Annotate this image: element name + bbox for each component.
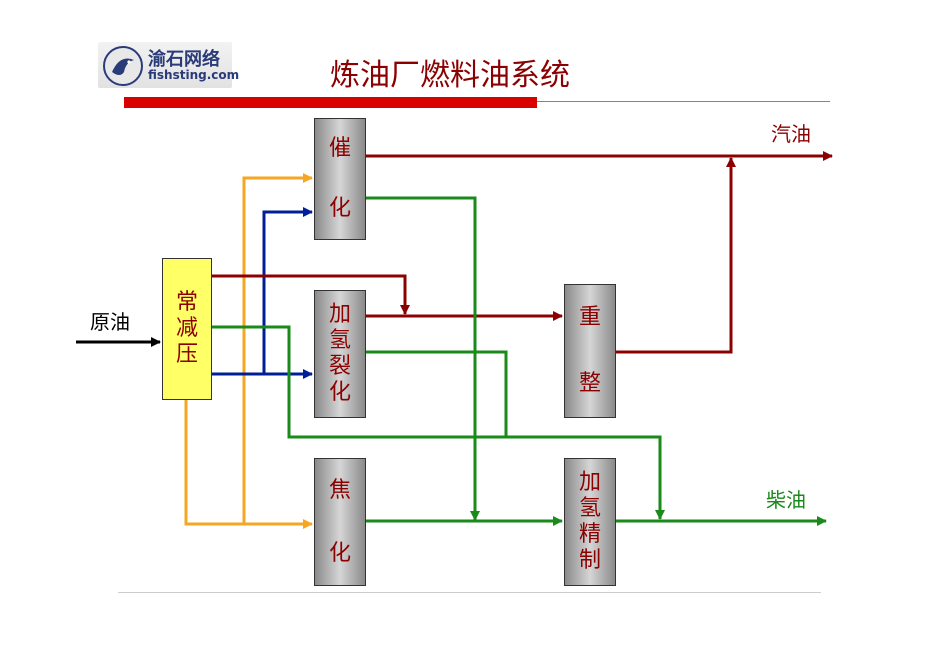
unit-char: 化 [328,540,351,566]
unit-char: 重 [578,305,601,330]
atm-to-reforming-feed [212,274,410,315]
footer-divider [118,592,821,593]
logo-name-cn: 渝石网络 [148,49,220,70]
unit-char: 加 [328,302,351,327]
unit-char: 加 [578,470,601,495]
catalytic-to-hydrofining [366,196,480,521]
unit-char: 精 [578,522,601,547]
label-diesel: 柴油 [766,488,806,512]
blue-to-catalytic [262,207,313,374]
fish-logo-icon [103,46,143,86]
unit-char: 化 [328,380,351,405]
unit-char: 氢 [578,496,601,521]
hydrocracking-to-diesel [366,350,508,437]
unit-char: 制 [578,548,601,573]
title-underline-bar [124,97,537,108]
unit-char: 氢 [328,328,351,353]
unit-coking: 焦 化 [314,458,366,586]
label-crude-oil: 原油 [90,310,130,334]
unit-char: 压 [175,342,198,367]
unit-atmospheric-vacuum: 常 减 压 [162,258,212,400]
atm-to-diesel [212,325,665,520]
unit-hydrofining: 加 氢 精 制 [564,458,616,586]
unit-hydrocracking: 加 氢 裂 化 [314,290,366,418]
label-gasoline: 汽油 [771,122,811,146]
unit-catalytic: 催 化 [314,118,366,240]
reforming-to-gasoline [616,157,736,354]
unit-char: 化 [328,196,351,221]
unit-char: 焦 [328,477,351,503]
unit-char: 减 [175,316,198,341]
logo: 渝石网络 fishsting.com [98,42,239,88]
logo-name-en: fishsting.com [148,68,240,82]
unit-char: 催 [328,136,351,161]
unit-char: 常 [175,290,198,315]
title-underline-thin [537,101,830,102]
unit-char: 整 [578,371,601,396]
page-title: 炼油厂燃料油系统 [330,58,570,93]
unit-char: 裂 [328,354,351,379]
unit-reforming: 重 整 [564,284,616,418]
